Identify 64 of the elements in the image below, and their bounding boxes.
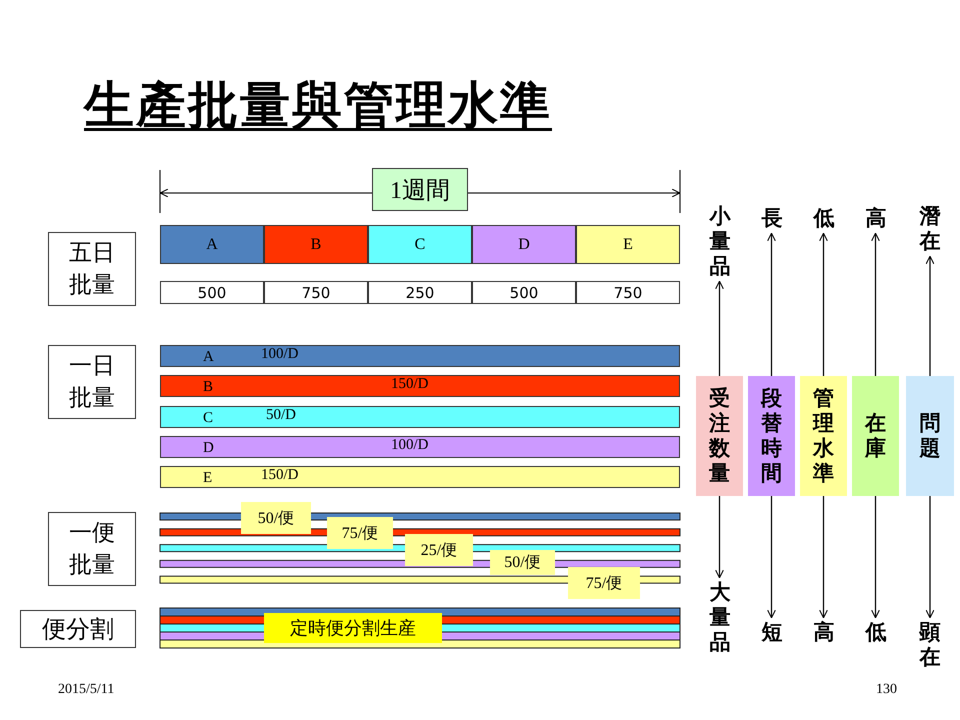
- daily-quantity: 150/D: [261, 466, 298, 484]
- arrow: [870, 232, 880, 376]
- lot-size-label: 50/便: [490, 550, 555, 575]
- split-production-label: 定時便分割生産: [264, 613, 442, 643]
- factor-box: 管理水準: [800, 376, 847, 496]
- product-segment: D: [472, 225, 576, 264]
- quantity-cell: 250: [368, 281, 472, 304]
- lot-size-label: 50/便: [241, 502, 311, 534]
- row-label-box: 便分割: [20, 610, 136, 648]
- quantity-cell: 500: [160, 281, 264, 304]
- direction-word: 顕在: [917, 620, 943, 670]
- row-label-box: 一便批量: [48, 512, 136, 586]
- product-letter: B: [203, 378, 214, 396]
- arrow: [714, 496, 724, 578]
- arrow: [818, 496, 828, 618]
- product-segment: C: [368, 225, 472, 264]
- daily-lot-bar: [160, 466, 680, 488]
- product-letter: A: [203, 348, 214, 366]
- daily-lot-bar: [160, 345, 680, 367]
- daily-lot-bar: [160, 375, 680, 398]
- arrow: [925, 496, 935, 618]
- factor-box: 在庫: [852, 376, 899, 496]
- daily-quantity: 100/D: [261, 345, 298, 363]
- product-segment: E: [576, 225, 680, 264]
- arrow: [766, 496, 776, 618]
- direction-word: 長: [759, 206, 785, 231]
- daily-lot-bar: [160, 436, 680, 458]
- product-letter: D: [203, 438, 214, 457]
- daily-lot-bar: [160, 406, 680, 428]
- arrow: [870, 496, 880, 618]
- arrow: [714, 280, 724, 376]
- direction-word: 高: [811, 620, 837, 645]
- product-segment: A: [160, 225, 264, 264]
- direction-word: 小量品: [707, 204, 733, 279]
- direction-word: 潛在: [917, 204, 943, 254]
- product-segment: B: [264, 225, 368, 264]
- arrow: [925, 256, 935, 376]
- duration-label-box: 1週間: [372, 168, 468, 211]
- quantity-cell: 500: [472, 281, 576, 304]
- lot-size-label: 25/便: [405, 534, 473, 566]
- daily-quantity: 100/D: [391, 436, 428, 454]
- direction-word: 短: [759, 620, 785, 645]
- lot-size-label: 75/便: [327, 517, 393, 549]
- row-label-box: 一日批量: [48, 345, 136, 419]
- direction-word: 低: [811, 206, 837, 231]
- factor-box: 段替時間: [748, 376, 795, 496]
- direction-word: 高: [863, 206, 889, 231]
- footer-text: 2015/5/11: [58, 682, 114, 698]
- quantity-cell: 750: [576, 281, 680, 304]
- product-letter: E: [203, 469, 212, 488]
- quantity-cell: 750: [264, 281, 368, 304]
- factor-box: 受注数量: [696, 376, 743, 496]
- direction-word: 大量品: [707, 580, 733, 655]
- daily-quantity: 150/D: [391, 375, 428, 394]
- arrow: [818, 232, 828, 376]
- daily-quantity: 50/D: [266, 406, 296, 424]
- row-label-box: 五日批量: [48, 232, 136, 306]
- lot-size-label: 75/便: [568, 567, 640, 599]
- footer-text: 130: [876, 682, 897, 698]
- direction-word: 低: [863, 620, 889, 645]
- arrow: [766, 232, 776, 376]
- factor-box: 問題: [906, 376, 954, 496]
- product-letter: C: [203, 408, 214, 427]
- title: 生產批量與管理水準: [84, 75, 552, 136]
